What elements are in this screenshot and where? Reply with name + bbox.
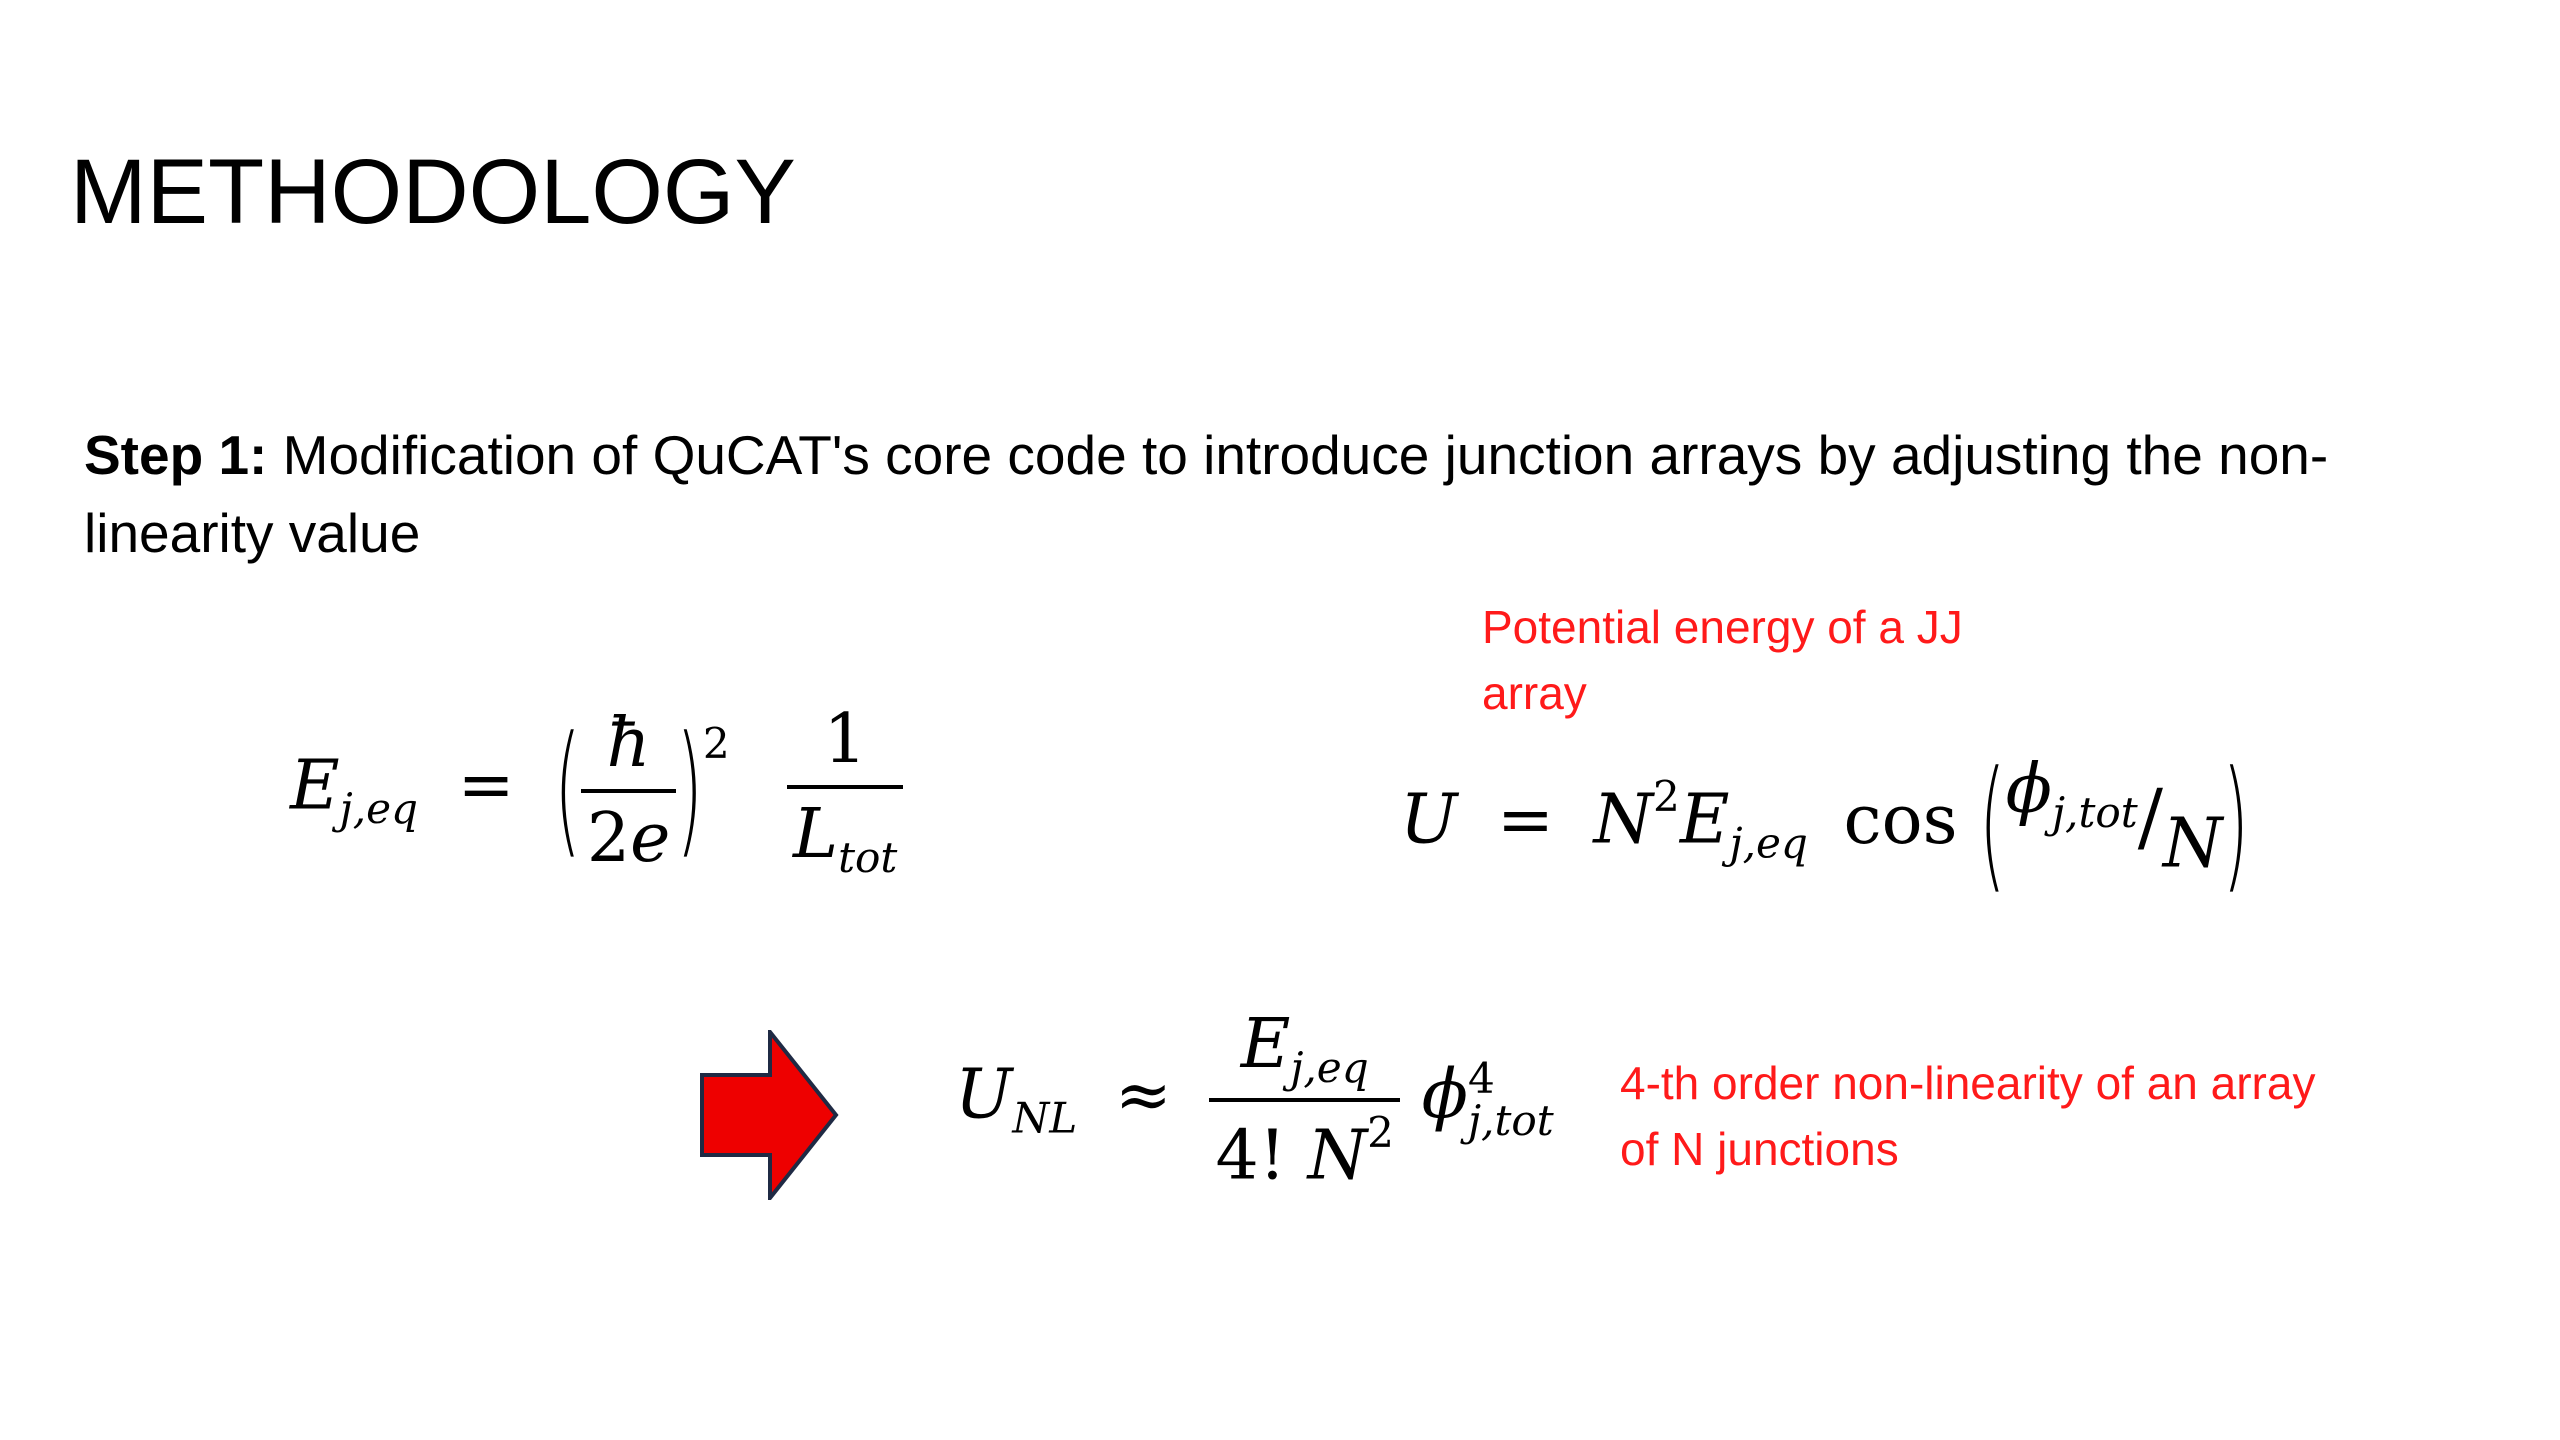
- potential-energy-equation: U = N2Ej,eq cos (ϕj,tot/N): [1400, 742, 2249, 909]
- nonlinearity-annotation: 4-th order non-linearity of an array of …: [1620, 1057, 2316, 1175]
- right-arrow-icon: [700, 1030, 839, 1200]
- step-1-text: Step 1: Modification of QuCAT's core cod…: [84, 416, 2514, 572]
- step-description: Modification of QuCAT's core code to int…: [84, 424, 2329, 564]
- potential-energy-annotation: Potential energy of a JJ array: [1482, 601, 1963, 719]
- step-label: Step 1:: [84, 424, 268, 486]
- slide-title: METHODOLOGY: [70, 141, 796, 243]
